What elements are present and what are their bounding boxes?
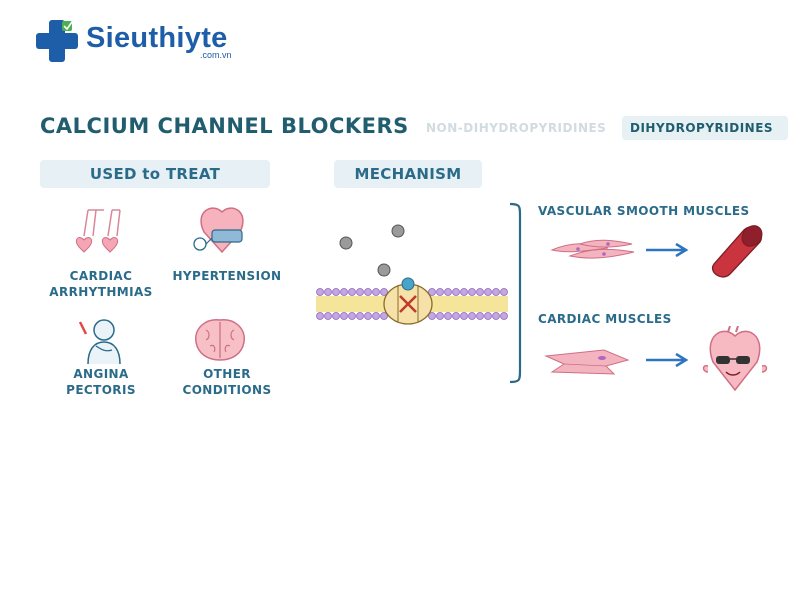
cardiac-muscles-label: CARDIAC MUSCLES [538,312,672,326]
used-to-treat-header: USED to TREAT [40,160,270,188]
calcium-channel-membrane-icon [316,224,508,325]
logo-text[interactable]: Sieuthiyte [86,22,228,54]
condition-label-line1: CARDIAC [69,269,133,283]
brain-icon [195,319,245,361]
tab-dihydropyridines[interactable]: DIHYDROPYRIDINES [622,116,788,140]
chest-pain-person-icon [78,319,121,365]
condition-label-line1: ANGINA [73,367,129,381]
arrow-right-icon [646,242,689,258]
blood-vessel-icon [711,225,763,278]
mechanism-header: MECHANISM [334,160,482,188]
logo-cross-icon [36,20,78,62]
bracket-divider [509,202,522,384]
logo-subtext: .com.vn [200,50,232,60]
condition-label-line2: CONDITIONS [182,383,272,397]
condition-label-line2: ARRHYTHMIAS [49,285,153,299]
condition-label-line1: OTHER [203,367,251,381]
double-heart-icon [75,209,121,253]
relaxed-heart-icon [702,326,768,392]
cardiac-muscle-fibers-icon [544,349,630,375]
condition-label-line2: PECTORIS [66,383,136,397]
heart-blood-pressure-cuff-icon [193,207,244,254]
page-title: CALCIUM CHANNEL BLOCKERS [40,114,409,138]
arrow-right-icon [646,352,689,368]
tab-non-dihydropyridines[interactable]: NON-DIHYDROPYRIDINES [418,116,624,140]
condition-label-line1: HYPERTENSION [172,269,282,283]
vascular-smooth-muscles-label: VASCULAR SMOOTH MUSCLES [538,204,750,218]
smooth-muscle-cells-icon [550,239,635,259]
